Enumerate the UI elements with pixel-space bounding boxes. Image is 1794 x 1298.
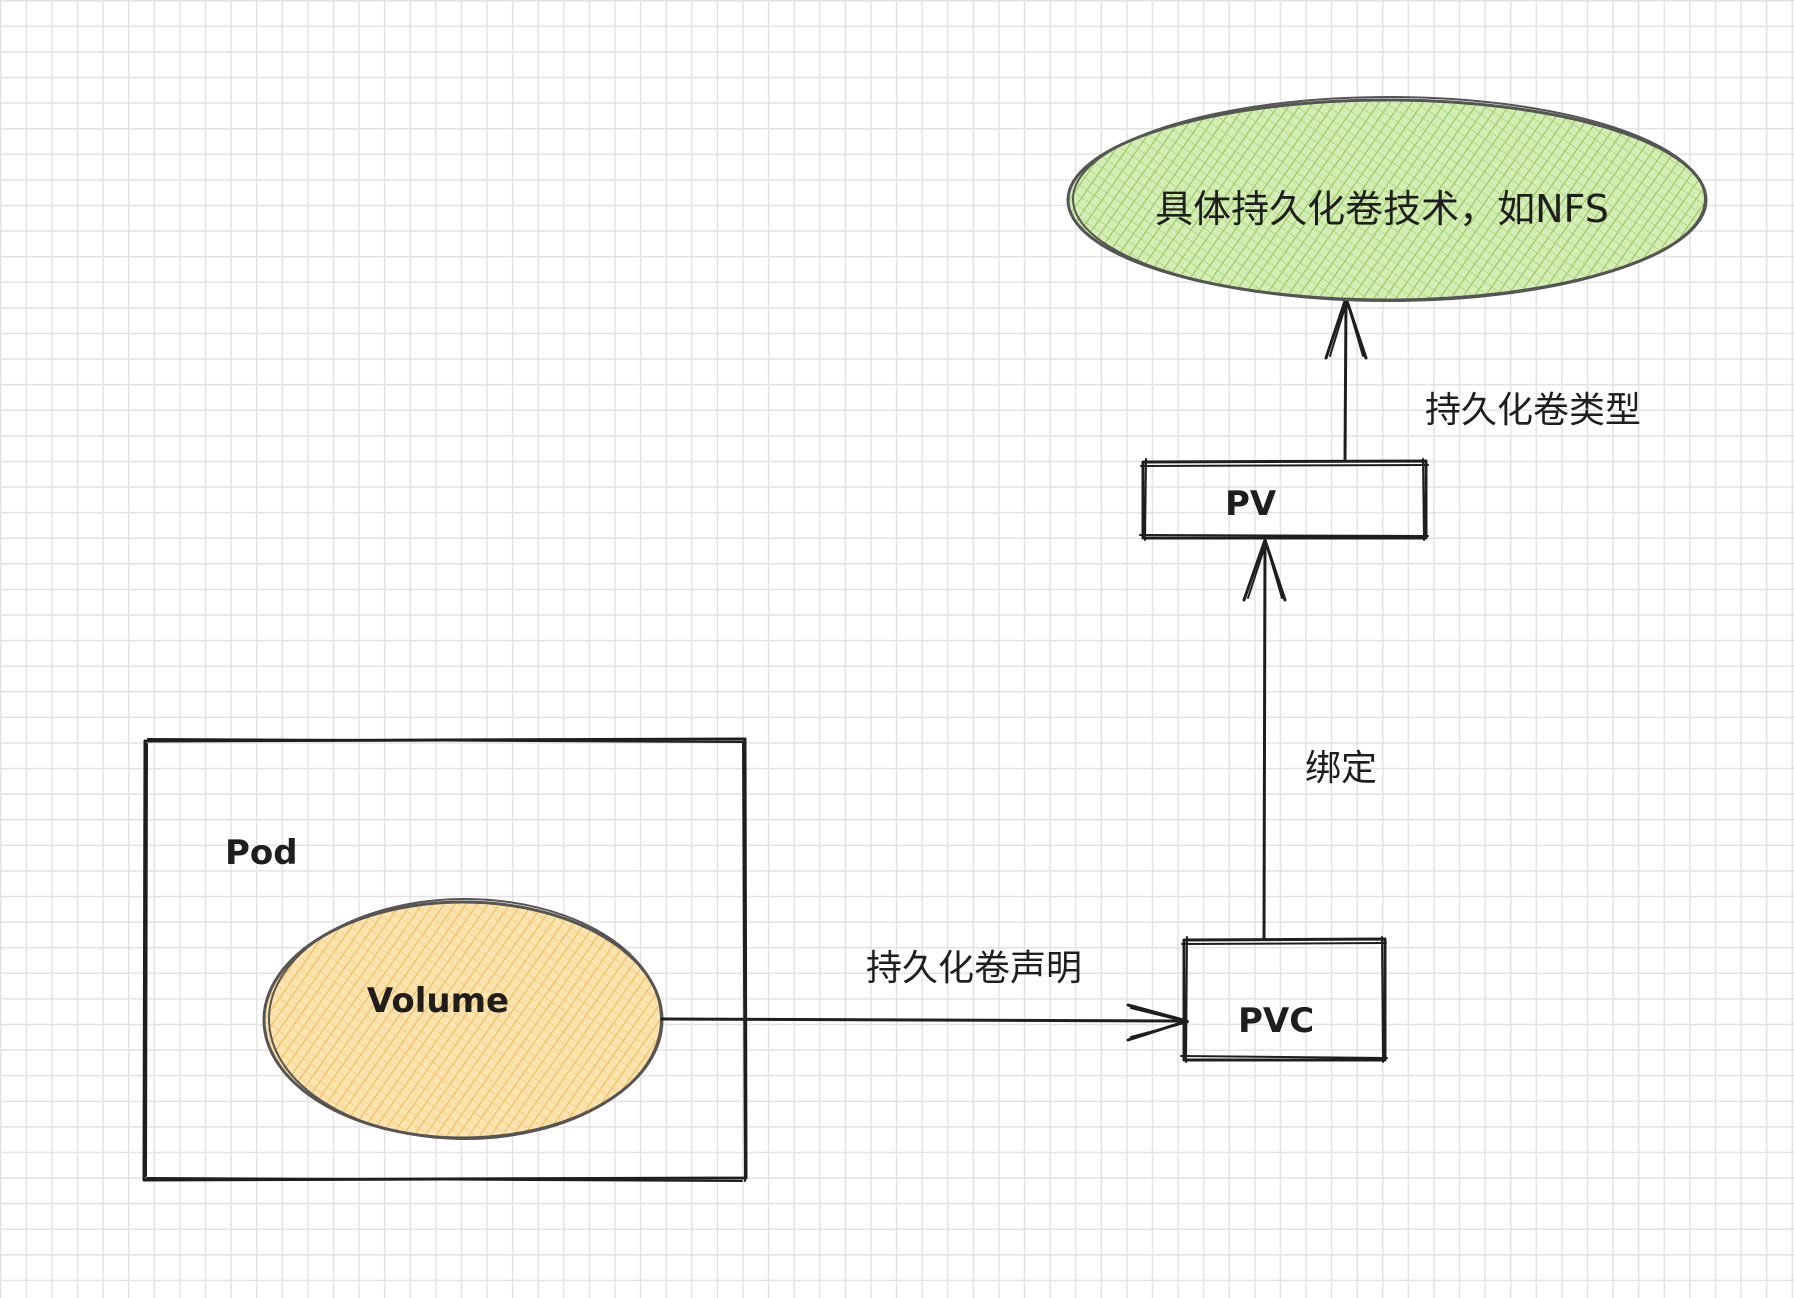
pvc-node[interactable]: PVC [1180,936,1388,1063]
arrow-pvc-to-pv: 绑定 [1242,538,1377,940]
pod-box[interactable]: Pod [142,737,748,1182]
edge-label-volume-to-pvc: 持久化卷声明 [866,948,1082,989]
pvc-label: PVC [1238,1001,1314,1041]
volume-ellipse [265,902,661,1138]
storage-ellipse [1069,100,1705,300]
pv-label: PV [1225,484,1277,524]
storage-label: 具体持久化卷技术，如NFS [1155,187,1609,231]
pv-node[interactable]: PV [1139,458,1429,541]
storage-node[interactable]: 具体持久化卷技术，如NFS [1066,96,1708,302]
arrow-volume-to-pvc: 持久化卷声明 [660,948,1189,1042]
edge-label-pv-to-storage: 持久化卷类型 [1425,390,1641,431]
edge-label-pvc-to-pv: 绑定 [1305,748,1377,789]
arrow-pv-to-storage: 持久化卷类型 [1324,296,1641,462]
volume-node[interactable]: Volume [262,898,664,1140]
volume-label: Volume [367,981,509,1021]
pod-label: Pod [225,833,298,873]
